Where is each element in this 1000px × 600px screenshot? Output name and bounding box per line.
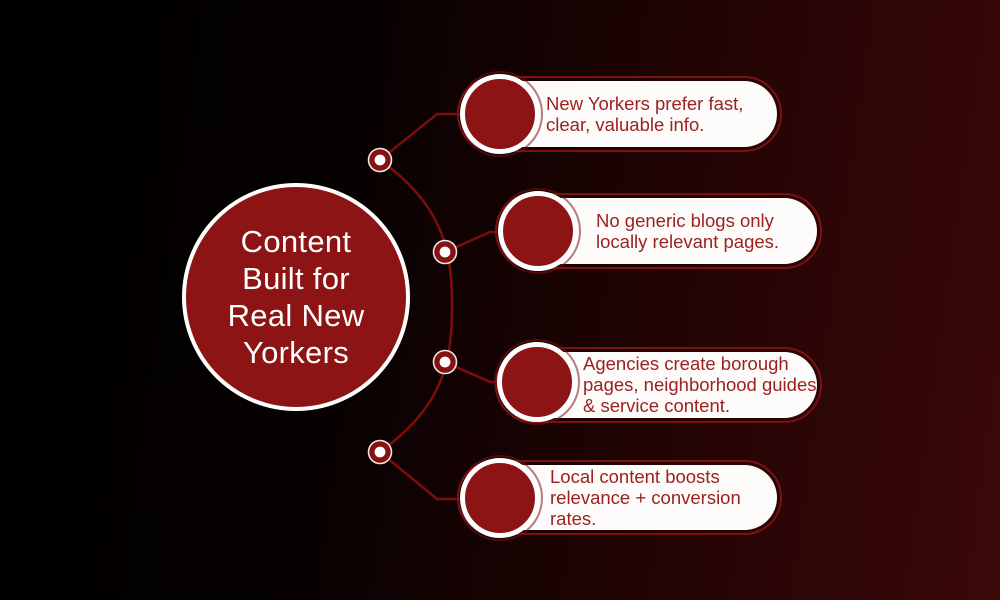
- callout-text-line: clear, valuable info.: [546, 114, 705, 135]
- connector-node-3: [432, 349, 458, 375]
- connector-node-4: [367, 439, 393, 465]
- callout-text: New Yorkers prefer fast, clear, valuable…: [546, 93, 743, 135]
- callout-text-line: Agencies create borough: [583, 353, 789, 374]
- callout-text-line: & service content.: [583, 395, 731, 416]
- connector-arc: [379, 158, 454, 454]
- central-topic-text: Content Built for Real New Yorkers: [228, 223, 365, 371]
- connector-node-1: [367, 147, 393, 173]
- callout-text-line: No generic blogs only: [596, 210, 774, 231]
- central-topic-line: Real New: [227, 298, 365, 333]
- callout-text-line: relevance + conversion: [550, 487, 741, 508]
- callout-bullet-circle: [495, 188, 581, 274]
- central-topic-line: Yorkers: [242, 335, 350, 370]
- callout-text: Agencies create borough pages, neighborh…: [583, 353, 817, 416]
- callout-text-line: rates.: [550, 508, 597, 529]
- central-topic-line: Content: [240, 224, 352, 259]
- central-topic-line: Built for: [242, 261, 350, 296]
- callout-bullet-circle: [494, 339, 580, 425]
- callout-text-line: locally relevant pages.: [596, 231, 780, 252]
- callout-text-line: Local content boosts: [550, 466, 720, 487]
- central-topic-circle: Content Built for Real New Yorkers: [182, 183, 410, 411]
- callout-bullet-circle: [457, 455, 543, 541]
- callout-text-line: pages, neighborhood guides: [583, 374, 817, 395]
- callout-text: No generic blogs only locally relevant p…: [596, 210, 779, 252]
- callout-text: Local content boosts relevance + convers…: [550, 466, 741, 529]
- connector-node-2: [432, 239, 458, 265]
- callout-bullet-circle: [457, 71, 543, 157]
- callout-text-line: New Yorkers prefer fast,: [546, 93, 744, 114]
